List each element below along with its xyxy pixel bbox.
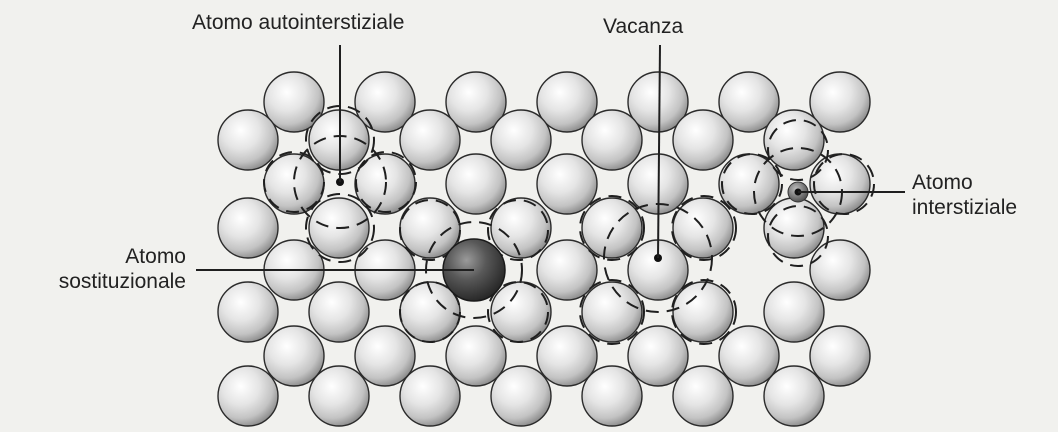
host-atom-icon	[810, 240, 870, 300]
label-vacancy: Vacanza	[603, 14, 683, 39]
host-atom-icon	[446, 154, 506, 214]
host-atom-icon	[309, 282, 369, 342]
label-interstitial-line2: interstiziale	[912, 195, 1017, 220]
host-atom-icon	[810, 154, 870, 214]
label-substitutional-line2: sostituzionale	[59, 269, 186, 294]
host-atom-icon	[400, 110, 460, 170]
host-atom-icon	[491, 110, 551, 170]
host-atom-icon	[491, 282, 551, 342]
label-self-interstitial: Atomo autointerstiziale	[192, 10, 404, 35]
host-atom-icon	[491, 198, 551, 258]
host-atom-icon	[719, 154, 779, 214]
label-interstitial: Atomo interstiziale	[912, 170, 1017, 220]
host-atom-icon	[309, 366, 369, 426]
host-atom-icon	[582, 110, 642, 170]
host-atoms	[218, 72, 870, 426]
host-atom-icon	[537, 154, 597, 214]
label-interstitial-line1: Atomo	[912, 170, 1017, 195]
host-atom-icon	[673, 366, 733, 426]
host-atom-icon	[537, 240, 597, 300]
host-atom-icon	[400, 366, 460, 426]
host-atom-icon	[810, 326, 870, 386]
label-substitutional: Atomo sostituzionale	[59, 244, 186, 294]
host-atom-icon	[764, 110, 824, 170]
host-atom-icon	[673, 110, 733, 170]
host-atom-icon	[582, 282, 642, 342]
label-substitutional-line1: Atomo	[59, 244, 186, 269]
host-atom-icon	[764, 282, 824, 342]
host-atom-icon	[582, 366, 642, 426]
host-atom-icon	[673, 198, 733, 258]
host-atom-icon	[218, 198, 278, 258]
host-atom-icon	[673, 282, 733, 342]
host-atom-icon	[218, 110, 278, 170]
host-atom-icon	[218, 366, 278, 426]
host-atom-icon	[218, 282, 278, 342]
host-atom-icon	[491, 366, 551, 426]
host-atom-icon	[764, 366, 824, 426]
